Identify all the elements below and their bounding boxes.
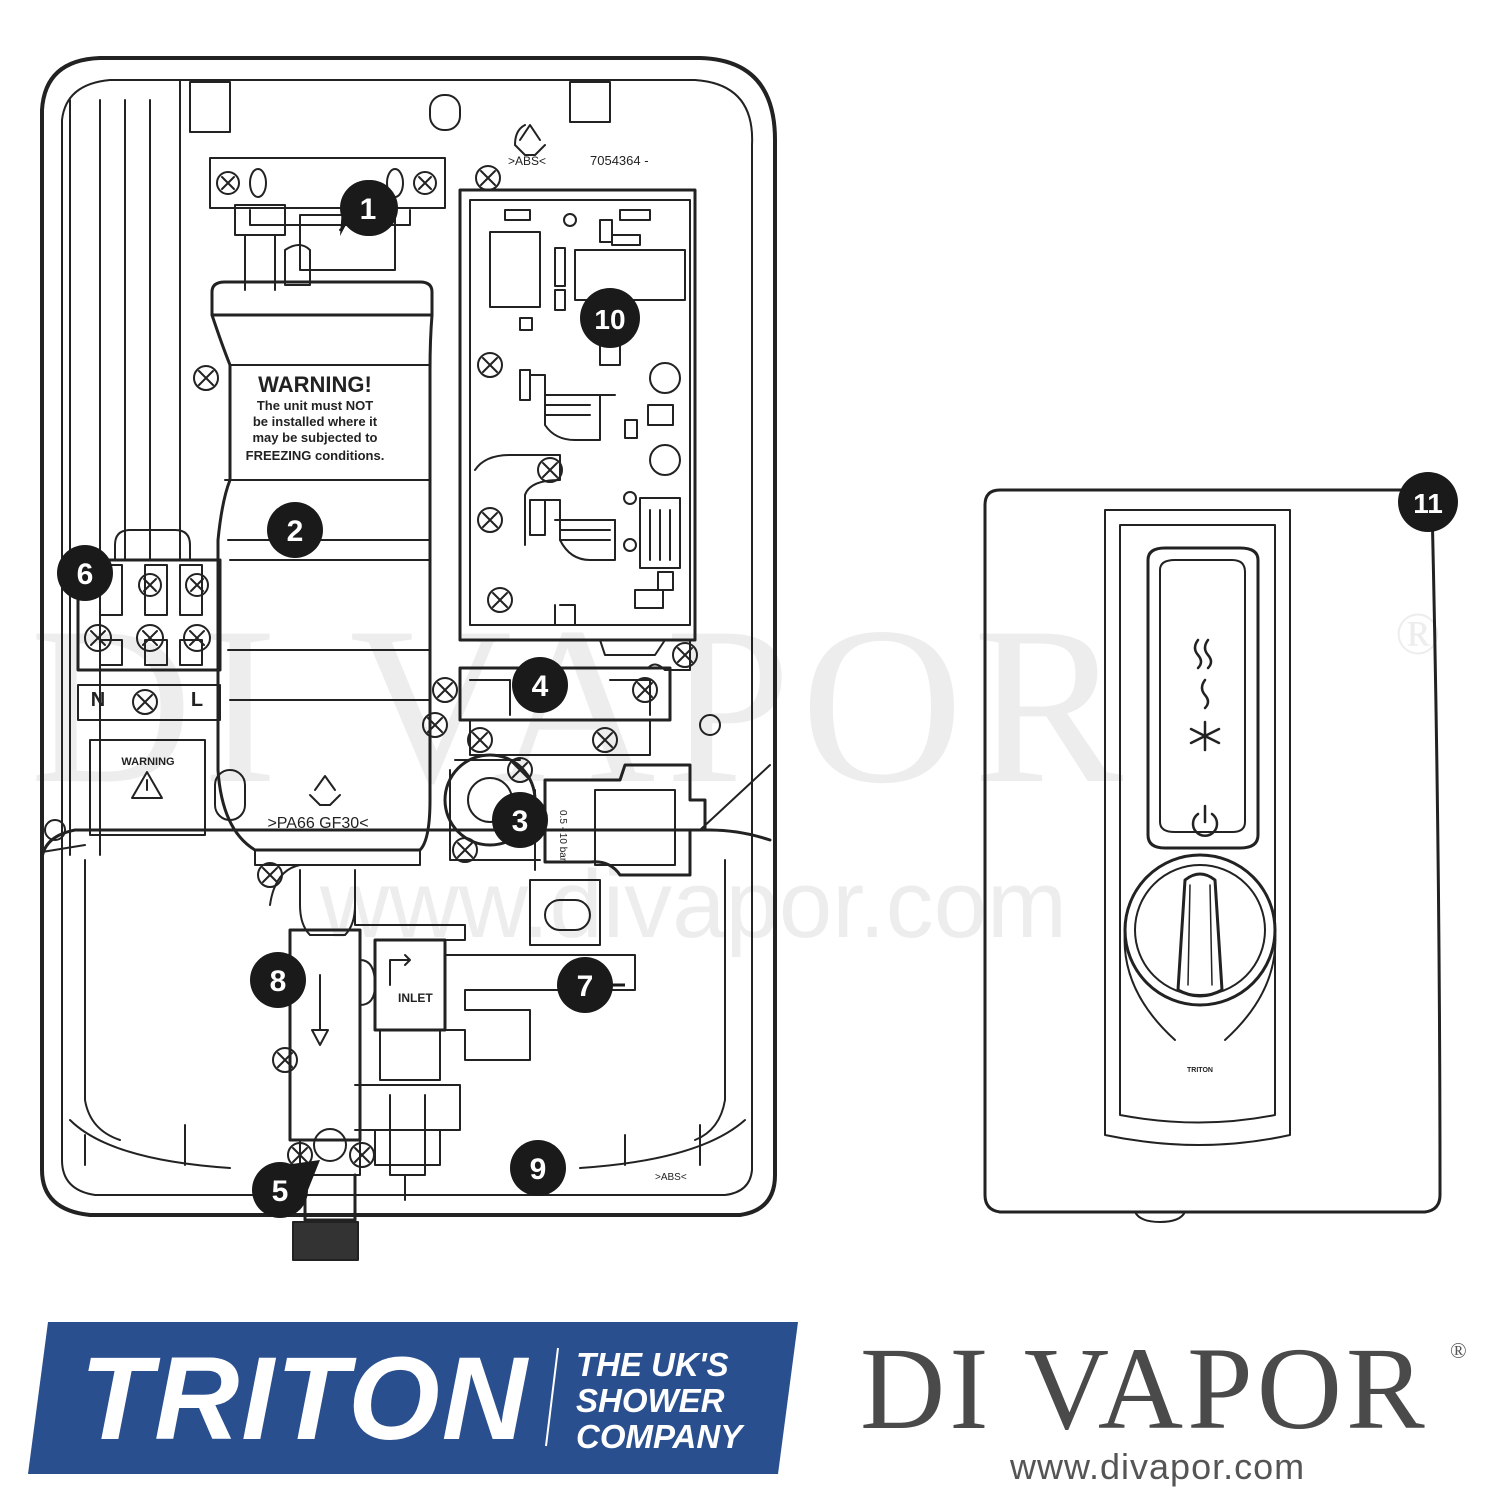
callout-3: 3	[492, 792, 548, 848]
warning-triangle-icon	[131, 771, 163, 799]
svg-text:11: 11	[1413, 488, 1443, 519]
divapor-wordmark: DI VAPOR	[860, 1323, 1429, 1454]
callout-10: 10	[580, 288, 640, 348]
live-label: L	[191, 689, 203, 711]
svg-text:3: 3	[512, 805, 529, 838]
pressure-label: 0.5 - 10 bar	[557, 810, 568, 862]
triton-wordmark: TRITON	[80, 1333, 530, 1465]
triton-tagline-1: THE UK'S	[576, 1346, 729, 1383]
callout-5: 5	[252, 1160, 320, 1218]
warning-title: WARNING!	[258, 372, 372, 397]
inlet-assembly	[354, 904, 636, 1201]
callout-4: 4	[512, 657, 568, 713]
warning-line-1: The unit must NOT	[257, 398, 373, 413]
recycle-icon	[514, 124, 546, 156]
triton-tagline-3: COMPANY	[576, 1418, 743, 1455]
callout-8: 8	[250, 952, 306, 1008]
callout-6: 6	[57, 545, 113, 601]
warning-line-2: be installed where it	[253, 414, 378, 429]
abs-label-bottom: >ABS<	[655, 1172, 687, 1183]
divapor-logo: DI VAPOR ® www.divapor.com	[860, 1323, 1480, 1488]
material-label: >PA66 GF30<	[267, 815, 368, 832]
svg-text:4: 4	[532, 670, 549, 703]
svg-text:5: 5	[272, 1175, 289, 1208]
mains-terminal-block	[76, 529, 222, 721]
abs-label-top: >ABS<	[508, 154, 546, 168]
triton-tagline-2: SHOWER	[576, 1382, 725, 1419]
divapor-registered: ®	[1450, 1338, 1467, 1363]
svg-text:2: 2	[287, 515, 304, 548]
callout-1: 1	[340, 180, 398, 236]
part-number-label: 7054364 -	[590, 153, 649, 168]
small-warning-label: WARNING	[121, 756, 174, 768]
exploded-diagram: >ABS< 7054364 - WARNING! The unit must N…	[40, 56, 1458, 1261]
inlet-label: INLET	[398, 991, 433, 1005]
svg-text:10: 10	[594, 304, 625, 335]
recycle-icon	[309, 775, 341, 806]
snowflake-icon	[1189, 720, 1221, 752]
warning-sticker	[89, 739, 206, 836]
warning-line-3: may be subjected to	[253, 430, 378, 445]
svg-text:1: 1	[360, 193, 377, 226]
pcb-board	[458, 188, 697, 642]
low-heat-icon	[1200, 678, 1210, 710]
callout-markers: 1 2 3 4 5 6	[57, 180, 1458, 1218]
front-cover	[983, 488, 1442, 1223]
divapor-url: www.divapor.com	[1010, 1446, 1306, 1487]
power-icon	[1191, 804, 1219, 837]
heater-can	[210, 204, 434, 866]
triton-logo: TRITON THE UK'S SHOWER COMPANY	[28, 1318, 798, 1478]
svg-text:6: 6	[77, 558, 94, 591]
flow-valve	[458, 639, 691, 756]
warning-line-4: FREEZING conditions.	[246, 448, 385, 463]
solenoid-valve	[443, 753, 707, 877]
backplate	[40, 56, 777, 1217]
neutral-label: N	[91, 689, 105, 711]
svg-text:9: 9	[530, 1153, 547, 1186]
callout-2: 2	[267, 502, 323, 558]
high-heat-icon	[1193, 638, 1213, 670]
callout-7: 7	[557, 957, 625, 1013]
callout-11: 11	[1398, 472, 1458, 532]
svg-text:7: 7	[577, 970, 594, 1003]
knob-brand-label: TRITON	[1187, 1067, 1213, 1074]
callout-9: 9	[510, 1140, 566, 1196]
svg-text:8: 8	[270, 965, 287, 998]
